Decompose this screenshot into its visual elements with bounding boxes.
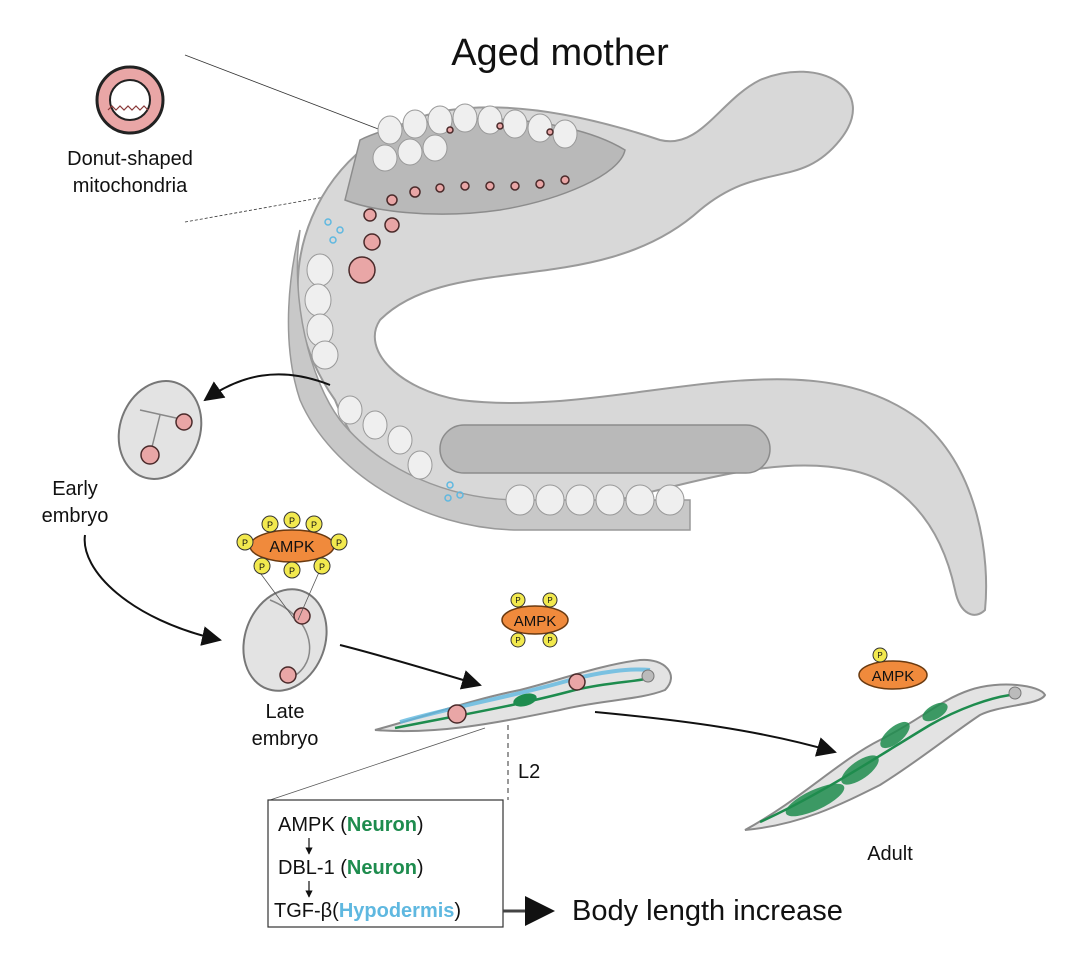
l2-larva <box>374 658 672 733</box>
arrow-to-l2 <box>339 644 482 690</box>
ampk-embryo: AMPK P P P P P P P P <box>236 511 348 579</box>
pathway-open-dbl1: ( <box>335 857 348 879</box>
pathway-gene-tgfb: TGF-β <box>274 900 332 922</box>
pathway-zoom-line <box>269 727 486 801</box>
ampk-l2-label: AMPK <box>514 613 557 630</box>
early-embryo-label-line2: embryo <box>42 505 109 527</box>
pathway-gene-ampk: AMPK <box>278 814 335 836</box>
adult-worm <box>744 683 1047 831</box>
pathway-tissue-tgfb: Hypodermis <box>339 900 455 922</box>
oocyte-cells <box>304 103 685 516</box>
gonad-mitochondria <box>348 122 570 284</box>
ampk-adult: AMPK P <box>858 647 928 690</box>
phospho-label: P <box>311 520 317 530</box>
arrow-to-late-embryo <box>83 534 222 646</box>
outcome-text: Body length increase <box>572 895 843 927</box>
title: Aged mother <box>451 32 669 74</box>
ampk-adult-label: AMPK <box>872 668 915 685</box>
pathway-open-ampk: ( <box>335 814 348 836</box>
arrow-to-adult <box>594 711 837 757</box>
phospho-label: P <box>877 651 882 660</box>
early-embryo <box>117 380 203 480</box>
pathway-row-dbl1: DBL-1 (Neuron) <box>278 857 424 879</box>
late-embryo <box>242 588 328 692</box>
phospho-label: P <box>267 520 273 530</box>
late-embryo-label-line1: Late <box>266 701 305 723</box>
early-embryo-label-line1: Early <box>52 478 98 500</box>
pathway-tissue-ampk: Neuron <box>347 814 417 836</box>
phospho-label: P <box>547 596 552 605</box>
pathway-box <box>267 799 504 928</box>
phospho-label: P <box>289 566 295 576</box>
pathway-close-tgfb: ) <box>454 900 461 922</box>
pathway-close-dbl1: ) <box>417 857 424 879</box>
phospho-label: P <box>319 562 325 572</box>
phospho-label: P <box>289 516 295 526</box>
donut-mitochondria-icon <box>95 65 165 135</box>
ampk-zoom-line-left <box>257 569 296 621</box>
phospho-label: P <box>242 538 248 548</box>
l2-label: L2 <box>518 761 540 783</box>
late-embryo-label-line2: embryo <box>252 728 319 750</box>
pathway-open-tgfb: ( <box>332 900 339 922</box>
adult-label: Adult <box>867 843 913 865</box>
pathway-row-ampk: AMPK (Neuron) <box>278 814 424 836</box>
ampk-embryo-label: AMPK <box>269 539 315 556</box>
donut-label-line2: mitochondria <box>73 175 188 197</box>
blue-vesicles <box>324 218 464 502</box>
phospho-label: P <box>515 596 520 605</box>
donut-label-line1: Donut-shaped <box>67 148 193 170</box>
phospho-label: P <box>515 636 520 645</box>
ampk-zoom-line-right <box>297 569 321 621</box>
phospho-label: P <box>259 562 265 572</box>
pathway-tissue-dbl1: Neuron <box>347 857 417 879</box>
arrow-to-early-embryo <box>203 373 331 402</box>
pathway-close-ampk: ) <box>417 814 424 836</box>
pathway-row-tgfb: TGF-β(Hypodermis) <box>274 900 461 922</box>
phospho-label: P <box>336 538 342 548</box>
phospho-label: P <box>547 636 552 645</box>
ampk-l2: AMPK P P P P <box>501 592 569 648</box>
pathway-gene-dbl1: DBL-1 <box>278 857 335 879</box>
